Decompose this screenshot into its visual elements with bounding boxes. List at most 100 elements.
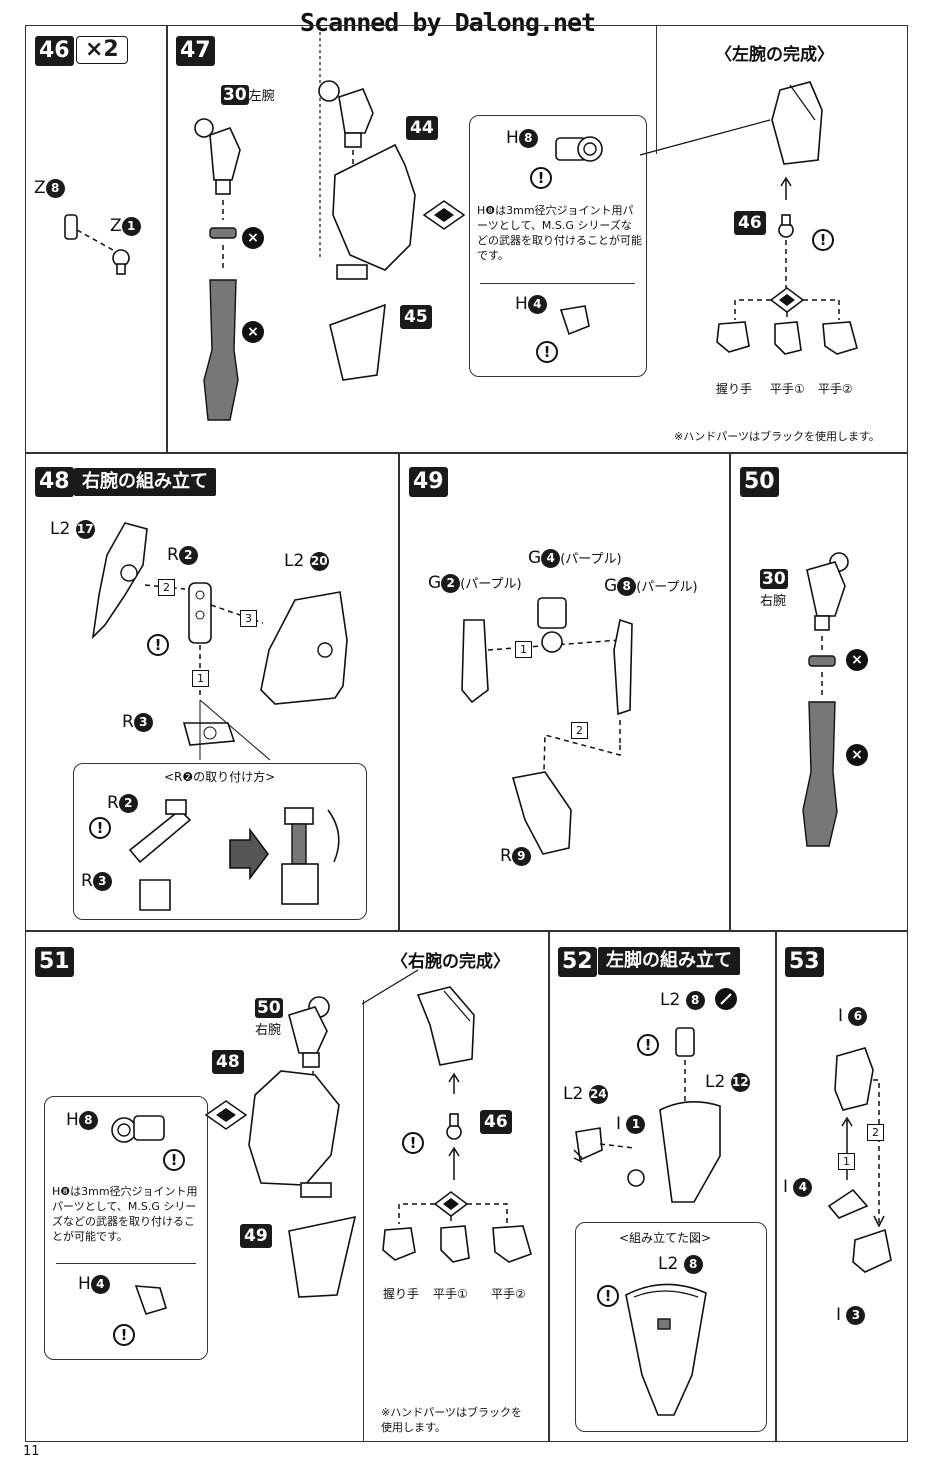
step-48-title: 右腕の組み立て (74, 468, 216, 496)
h8-part-illustration (111, 1115, 165, 1143)
callout-lines (639, 119, 771, 156)
h8-box-separator (56, 1263, 196, 1264)
assembled-view-title: <組み立てた図> (619, 1231, 712, 1245)
step-48-shield-part (91, 522, 148, 640)
part-label-l2-20: L2 20 (284, 551, 329, 571)
step-53-illustration (827, 1047, 892, 1273)
step-47-assembly (318, 80, 416, 381)
hand-color-note: ※ハンドパーツはブラックを使用します。 (674, 430, 880, 443)
caution-icon: ! (402, 1132, 424, 1154)
step-47-number: 47 (176, 36, 215, 66)
left-arm-joint-illustration (778, 176, 794, 288)
panel-step-49 (398, 452, 731, 932)
part-label-i4: I 4 (783, 1177, 813, 1197)
hand-label-grip: 握り手 (716, 382, 753, 396)
hand-label-flat2: 平手② (818, 382, 853, 396)
assembled-view-box (575, 1222, 767, 1432)
hand-label-grip-right: 握り手 (383, 1287, 420, 1301)
hand-options-selector-right (382, 1191, 532, 1263)
step-48-forearm-armor (260, 591, 348, 705)
watermark: Scanned by Dalong.net (300, 8, 596, 37)
part-label-l2-12: L2 12 (705, 1072, 750, 1092)
step-52-number: 52 (558, 947, 597, 977)
assembled-leg-illustration (625, 1283, 707, 1416)
panel-step-52 (548, 930, 777, 1442)
caution-icon: ! (536, 341, 558, 363)
step-49-r9-part (511, 771, 572, 855)
step-48-number: 48 (35, 467, 74, 497)
ref-part-49: 49 (240, 1224, 272, 1248)
panel-step-51 (25, 930, 550, 1442)
left-arm-complete-illustration (771, 81, 823, 165)
right-arm-joint-illustration (446, 1072, 462, 1180)
hand-label-flat1-right: 平手① (433, 1287, 468, 1301)
panel-step-47 (166, 25, 908, 454)
do-not-use-mark: × (846, 649, 868, 671)
step-49-illustration (461, 597, 633, 746)
caution-icon: ! (637, 1034, 659, 1056)
callout-pointer (204, 1100, 248, 1130)
step-47-arm-exploded (194, 118, 241, 421)
step-51-assembly (248, 996, 357, 1298)
sub-label-l2-8: L2 8 (658, 1254, 703, 1274)
step-tag-1: 1 (515, 641, 532, 658)
step-52-illustration (573, 1027, 721, 1203)
part-label-l2-24: L2 24 (563, 1084, 608, 1104)
h8-option-box-right (44, 1096, 208, 1360)
step-46-multiplier: ×2 (76, 36, 128, 64)
h4-part-illustration (134, 1285, 167, 1315)
page-number: 11 (23, 1444, 40, 1459)
hand-options-selector (716, 287, 858, 355)
caution-icon: ! (89, 817, 111, 839)
h8-option-box (469, 115, 647, 377)
caution-icon: ! (113, 1324, 135, 1346)
r2-attach-box (73, 763, 367, 920)
right-arm-complete-divider (363, 1000, 364, 1442)
step-52-title: 左脚の組み立て (598, 947, 740, 975)
hand-label-flat1: 平手① (770, 382, 805, 396)
right-arm-complete-illustration (416, 986, 475, 1066)
h8-note-text-right: H❽は3mm径穴ジョイント用パーツとして、M.S.G シリーズなどの武器を取り付… (52, 1185, 198, 1243)
step-tag-1: 1 (838, 1153, 855, 1170)
step-53-number: 53 (785, 947, 824, 977)
step-46-illustration (64, 214, 130, 275)
left-arm-complete-title: 〈左腕の完成〉 (715, 45, 834, 65)
caution-icon: ! (530, 167, 552, 189)
callout-lines (361, 969, 419, 1005)
caution-icon: ! (147, 634, 169, 656)
callout-pointer (422, 200, 466, 230)
step-49-number: 49 (409, 467, 448, 497)
step-51-number: 51 (35, 947, 74, 977)
do-not-use-mark: × (846, 744, 868, 766)
step-47-dashed-divider (319, 20, 321, 260)
part-label-l2-17: L2 17 (50, 519, 95, 539)
h8-box-separator (480, 283, 635, 284)
step-50-arm-exploded (802, 552, 849, 847)
caution-icon: ! (597, 1285, 619, 1307)
ref-part-45: 45 (400, 305, 432, 329)
step-tag-2: 2 (867, 1124, 884, 1141)
step-tag-3: 3 (240, 610, 257, 627)
do-not-use-mark: × (242, 321, 264, 343)
cut-mark-icon (715, 988, 737, 1010)
panel-step-46 (25, 25, 168, 454)
ref-part-48: 48 (212, 1050, 244, 1074)
step-50-number: 50 (740, 467, 779, 497)
callout-lines (199, 699, 271, 761)
do-not-use-mark: × (242, 227, 264, 249)
r2-attach-illustration (128, 799, 340, 911)
